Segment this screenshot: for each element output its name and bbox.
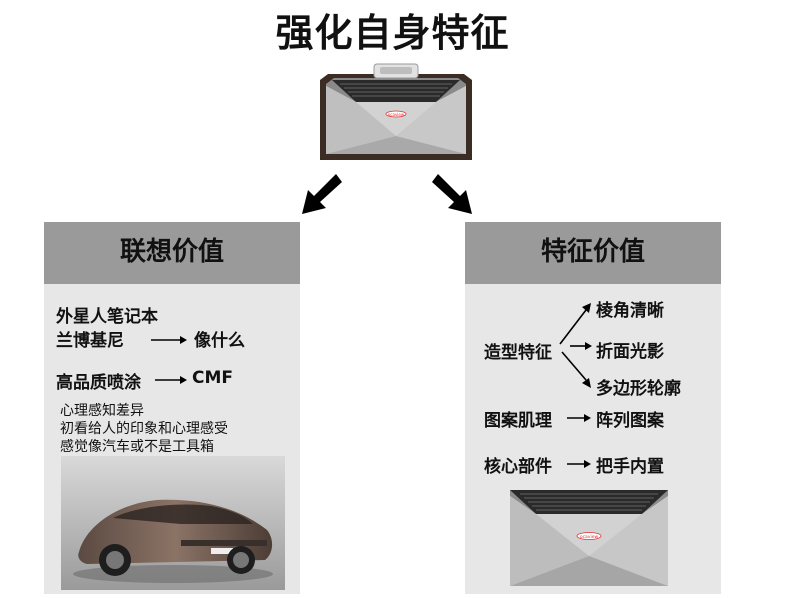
right-shape-item-2: 折面光影 (596, 342, 664, 362)
left-line-3: 高品质喷涂 (56, 373, 141, 393)
product-toolbox-image: ocaview (320, 63, 472, 160)
right-shape-item-1: 棱角清晰 (596, 301, 664, 321)
product-toolbox-closeup-image: ocaview (510, 490, 668, 586)
right-shape-label: 造型特征 (484, 343, 552, 363)
product-logo-text: ocaview (388, 112, 405, 117)
right-panel: 特征价值 (465, 222, 721, 594)
left-line-3-target: CMF (192, 368, 234, 388)
left-note-2: 初看给人的印象和心理感受 (60, 421, 228, 437)
arrow-down-right-icon (432, 174, 472, 214)
arrow-right-icon (155, 376, 187, 384)
left-panel-header: 联想价值 (44, 222, 300, 284)
page-title: 强化自身特征 (275, 11, 510, 55)
right-shape-item-3: 多边形轮廓 (596, 379, 681, 399)
left-line-1: 外星人笔记本 (56, 307, 158, 327)
left-line-2-target: 像什么 (194, 331, 245, 351)
product-logo-text: ocaview (580, 534, 599, 540)
arrow-right-icon (567, 414, 591, 422)
left-line-2: 兰博基尼 (56, 331, 124, 351)
arrow-right-icon (567, 460, 591, 468)
arrow-down-left-icon (302, 174, 342, 214)
right-core-label: 核心部件 (484, 457, 552, 477)
right-pattern-label: 图案肌理 (484, 411, 552, 431)
right-core-target: 把手内置 (596, 457, 664, 477)
left-note-3: 感觉像汽车或不是工具箱 (60, 439, 214, 455)
right-pattern-target: 阵列图案 (596, 411, 664, 431)
left-note-1: 心理感知差异 (60, 403, 144, 419)
concept-car-image (61, 456, 285, 590)
arrow-right-icon (151, 336, 187, 344)
branch-arrows-icon (559, 303, 592, 388)
right-panel-header: 特征价值 (465, 222, 721, 284)
